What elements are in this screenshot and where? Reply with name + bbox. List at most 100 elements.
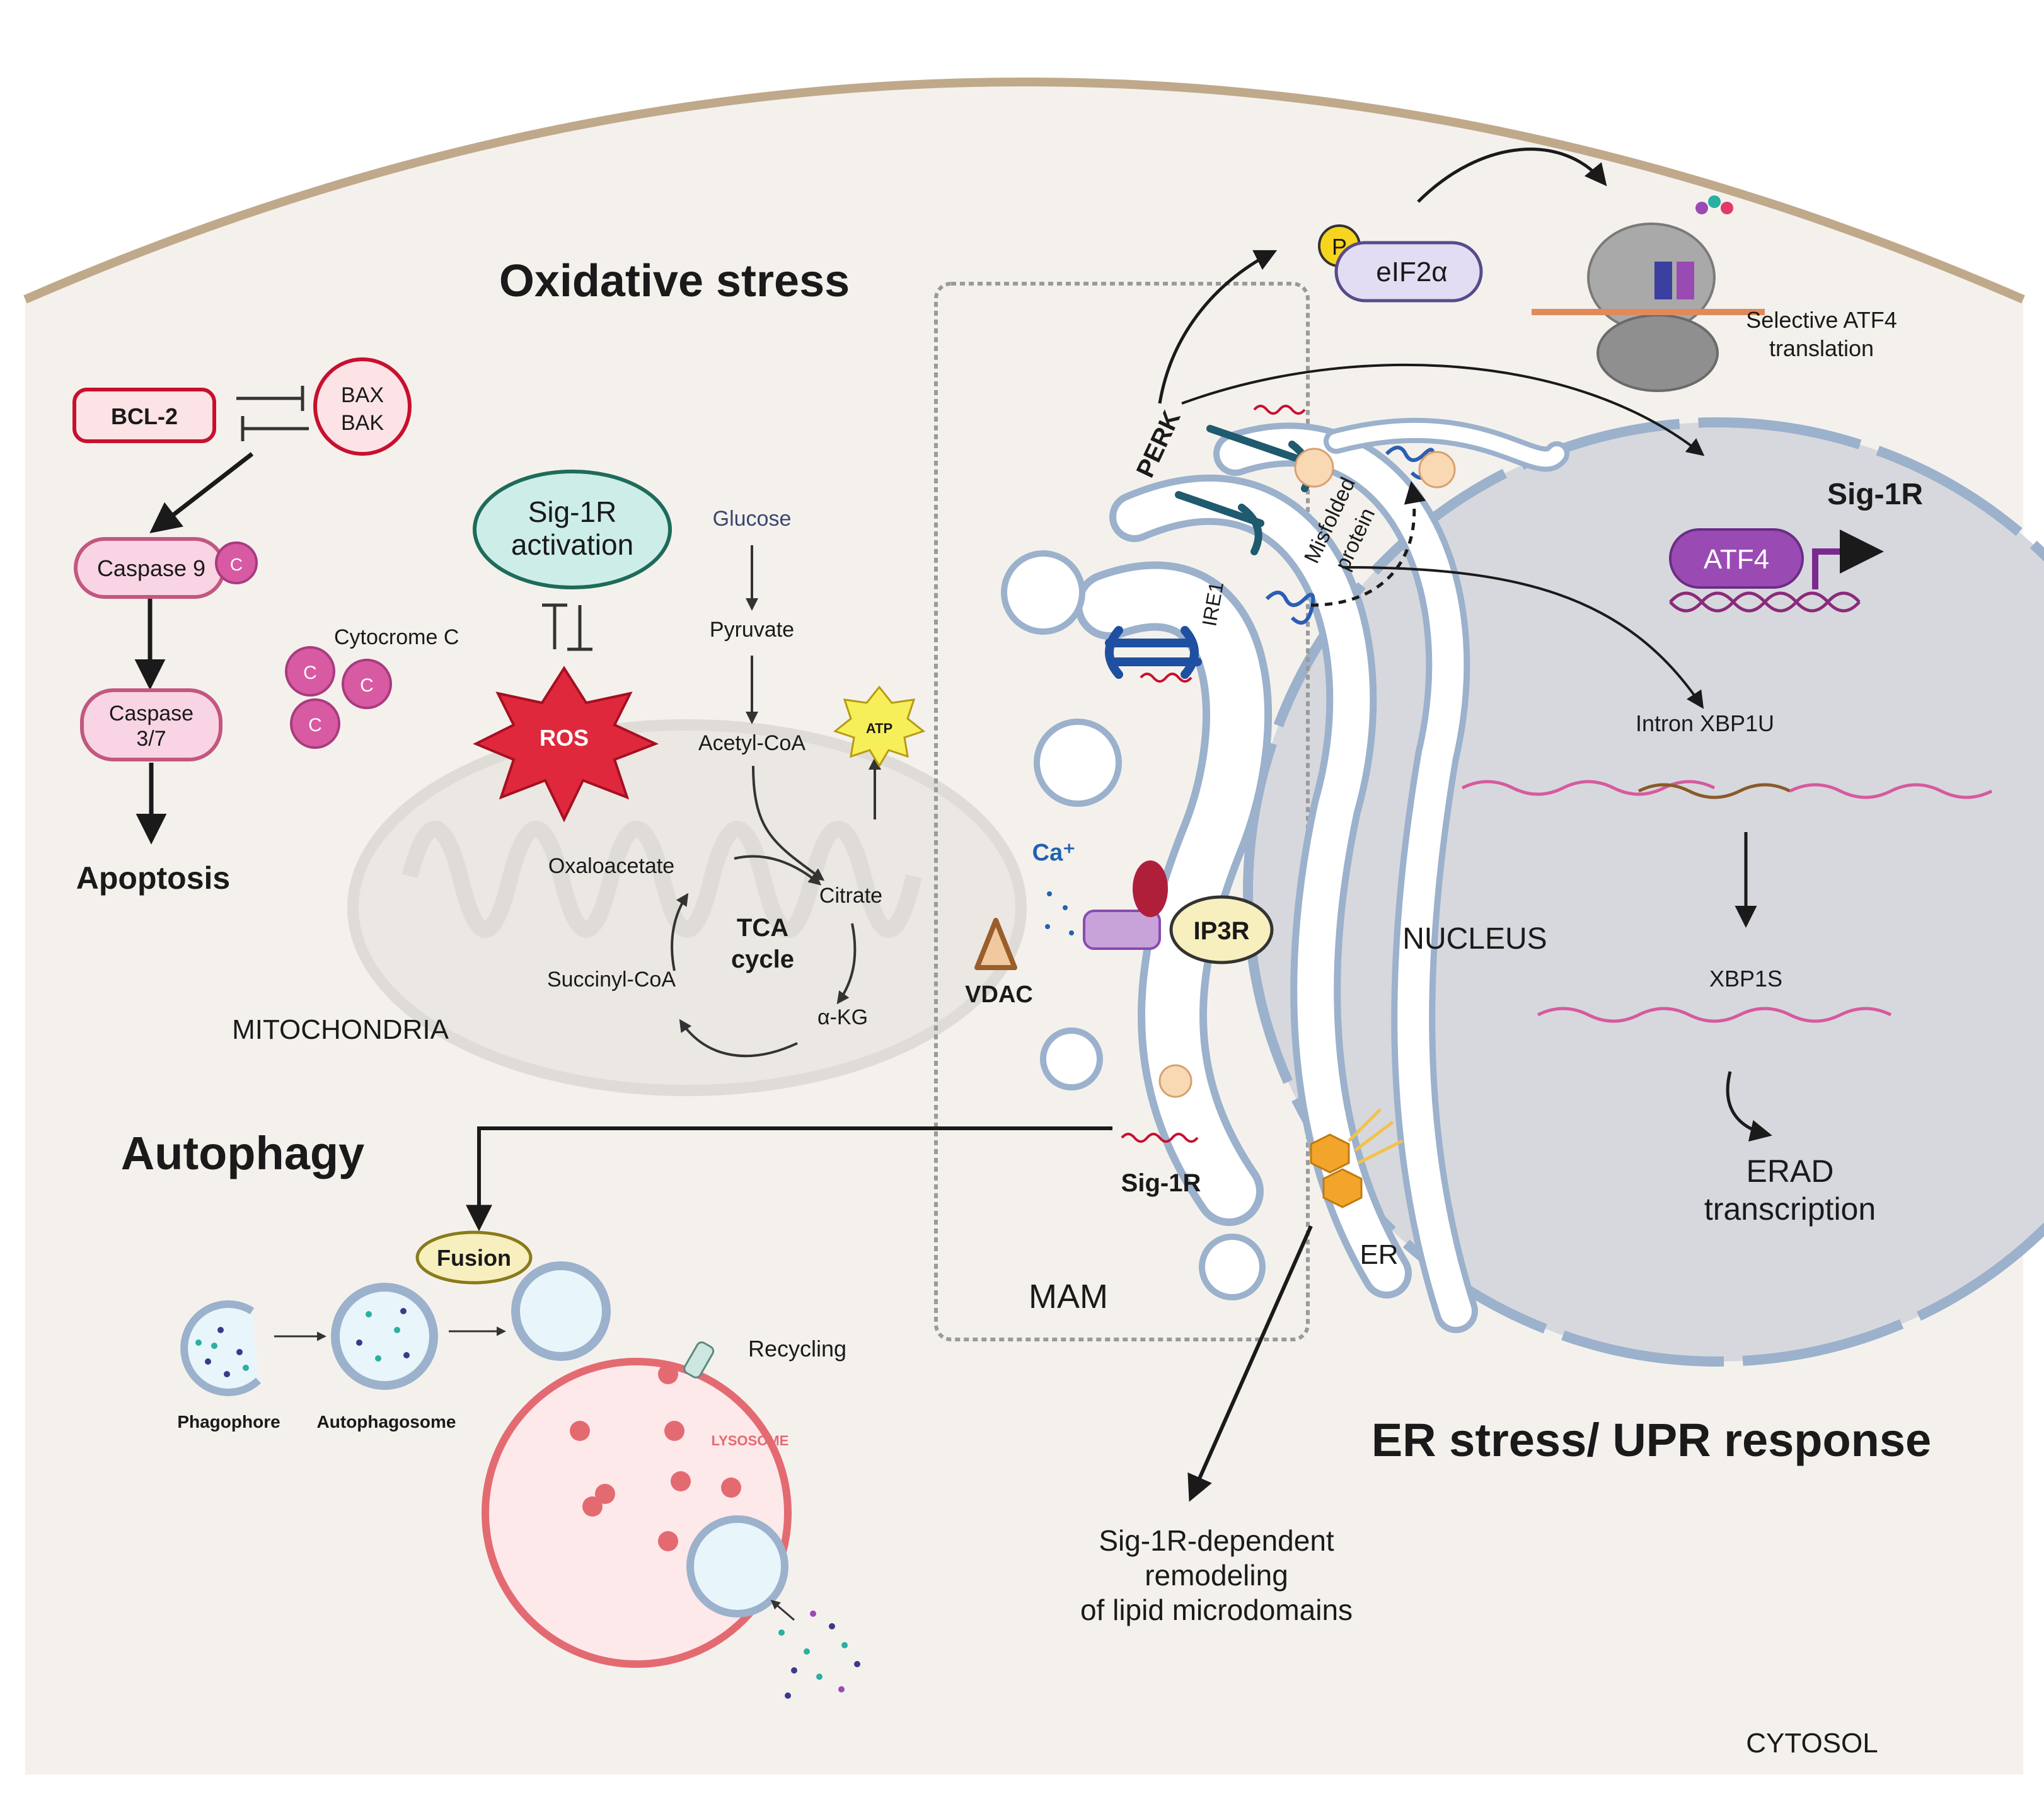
sig1r-activation-ellipse (473, 470, 672, 589)
ip3r-channel (1083, 860, 1168, 950)
citrate-label: Citrate (819, 884, 882, 908)
perk-to-eif2a-arrow (1158, 250, 1278, 404)
sig1r-er-label: Sig-1R (1121, 1169, 1201, 1197)
er-chaperone (1418, 451, 1456, 489)
nucleus-sig1r-label: Sig-1R (1827, 478, 1923, 511)
ribosome-icon (1532, 195, 1765, 392)
mam-box (934, 282, 1310, 1341)
acetylcoa-to-citrate (752, 765, 825, 881)
cytochrome-label: Cytocrome C (334, 625, 459, 649)
caspase37-box (80, 688, 222, 761)
intron-label: Intron XBP1U (1636, 710, 1774, 736)
recycling-label: Recycling (748, 1336, 846, 1362)
outside-cell (25, 25, 2023, 299)
atp-label: ATP (866, 720, 892, 736)
selective-atf4-2: translation (1769, 335, 1874, 361)
er-to-lipid-arrow (1187, 1225, 1313, 1502)
bax-to-caspase9-arrow (149, 452, 254, 533)
perk-chaperone (1294, 448, 1334, 488)
cyt-c-3: C (308, 715, 322, 736)
calcium-dots (1045, 891, 1074, 935)
bax-label: BAX (341, 383, 384, 407)
nucleus-label: NUCLEUS (1402, 922, 1547, 956)
autolysosome-icon (482, 1261, 792, 1668)
lipid-label-1: Sig-1R-dependent (1099, 1524, 1334, 1557)
sig1r-activation-1: Sig-1R (528, 495, 617, 528)
akg-label: α-KG (817, 1005, 868, 1029)
xbp1s-mrna (1537, 1007, 1892, 1023)
caspase9-label: Caspase 9 (97, 555, 205, 581)
succinylcoa-label: Succinyl-CoA (547, 968, 676, 992)
ire1-to-xbp1-arrow (1342, 566, 1704, 709)
title-er-stress: ER stress/ UPR response (1371, 1414, 1931, 1466)
dna-helix (1669, 591, 1861, 613)
fusion-ellipse (415, 1230, 533, 1285)
caspase9-c-badge (215, 541, 258, 584)
ca-label: Ca⁺ (1032, 840, 1076, 866)
lysosome-label: LYSOSOME (712, 1433, 789, 1449)
bcl2-bax-inhibition (236, 386, 309, 441)
glucose-label: Glucose (713, 507, 792, 531)
ip3r-label: IP3R (1194, 917, 1250, 945)
lipid-raft (1310, 1108, 1404, 1208)
ire1-receptor (1105, 626, 1202, 679)
mitochondrion-shape (347, 719, 1027, 1096)
bcl2-label: BCL-2 (111, 403, 178, 429)
vdac-channel (974, 918, 1017, 970)
atf4-label: ATF4 (1704, 544, 1769, 575)
eif2a-to-ribosome-arrow (1417, 148, 1607, 203)
oxaloacetate-label: Oxaloacetate (548, 854, 674, 878)
bcl2-box (72, 388, 216, 443)
caspase9-c-text: C (230, 555, 243, 574)
bak-label: BAK (341, 411, 384, 435)
mam-label: MAM (1029, 1278, 1108, 1316)
sig1r-activation-2: activation (511, 528, 633, 561)
mitochondria-label: MITOCHONDRIA (232, 1014, 449, 1045)
apoptosis-label: Apoptosis (76, 860, 230, 896)
tca-label-2: cycle (731, 946, 794, 973)
cytosol-label: CYTOSOL (1746, 1728, 1878, 1759)
phagophore-icon (180, 1300, 262, 1396)
cargo-fragments (778, 1611, 860, 1699)
autophagosome-icon (331, 1283, 438, 1390)
cell-membrane (23, 78, 2025, 304)
lipid-label-2: remodeling (1145, 1559, 1288, 1592)
cytochrome-c-molecules (285, 646, 392, 749)
er-vesicles (1001, 550, 1266, 1300)
xbp1s-to-erad-arrow (1726, 1071, 1772, 1142)
vdac-label: VDAC (965, 981, 1033, 1008)
acetylcoa-label: Acetyl-CoA (698, 731, 805, 755)
tca-label-1: TCA (737, 914, 788, 942)
erad-label-1: ERAD (1747, 1154, 1834, 1189)
fusion-label: Fusion (437, 1245, 511, 1271)
tca-arrows (671, 855, 857, 1058)
phagophore-label: Phagophore (177, 1412, 280, 1432)
eif2a-box (1334, 241, 1483, 303)
pyruvate-label: Pyruvate (710, 618, 794, 642)
atf4-box (1669, 528, 1804, 589)
cyt-c-2: C (360, 675, 374, 696)
er-label: ER (1360, 1239, 1398, 1270)
sig1r-ros-inhibition (542, 603, 592, 651)
cargo-arrow (770, 1600, 795, 1621)
xbp1s-label: XBP1S (1709, 966, 1782, 992)
misfolded-dashed-arrow (1310, 481, 1426, 607)
title-autophagy: Autophagy (121, 1127, 364, 1179)
eif2a-label: eIF2α (1376, 257, 1447, 287)
caspase37-label-1: Caspase (109, 702, 193, 726)
ros-burst (473, 666, 659, 823)
mam-chaperone (1158, 1064, 1192, 1098)
atf4-promoter-arrow (1812, 529, 1884, 589)
atp-burst (833, 685, 926, 768)
bax-bak-circle (313, 357, 412, 456)
title-oxidative-stress: Oxidative stress (499, 256, 850, 306)
cyt-c-1: C (303, 662, 317, 683)
selective-atf4-1: Selective ATF4 (1746, 307, 1897, 333)
ros-label: ROS (540, 725, 589, 751)
caspase37-label-2: 3/7 (136, 727, 166, 751)
perk-to-atf4-arrow (1181, 363, 1705, 456)
erad-label-2: transcription (1704, 1191, 1876, 1227)
ip3r-ellipse (1169, 895, 1274, 964)
